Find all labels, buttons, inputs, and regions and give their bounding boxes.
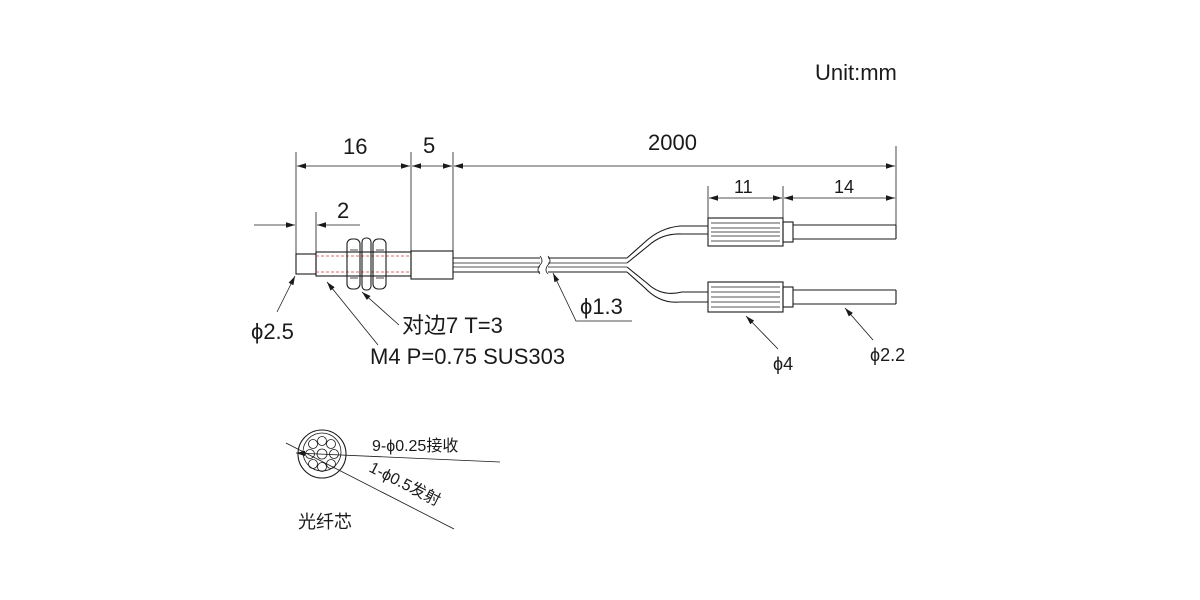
main-cable: [453, 225, 708, 303]
fiber-core-title: 光纤芯: [298, 512, 352, 532]
sleeve-diameter-label: ϕ4: [773, 354, 793, 374]
dim-11: 11: [734, 177, 753, 197]
unit-label: Unit:mm: [815, 60, 897, 85]
upper-branch: [707, 217, 897, 247]
dim-5: 5: [423, 133, 435, 158]
dim-16: 16: [343, 134, 367, 159]
lower-branch: [707, 281, 897, 313]
dim-14: 14: [834, 177, 854, 197]
nut-spec-label: 对边7 T=3: [402, 313, 503, 338]
dimension-lines: [254, 163, 895, 228]
tip-diameter-label: ϕ2.5: [251, 319, 294, 344]
leader-lines: [276, 272, 874, 350]
sensor-head: [295, 237, 454, 291]
thread-spec-label: M4 P=0.75 SUS303: [370, 344, 565, 369]
dim-2: 2: [337, 198, 349, 223]
fiber-core-section: [285, 429, 501, 530]
emit-fiber-label: 1-ϕ0.5发射: [366, 459, 443, 510]
end-diameter-label: ϕ2.2: [870, 345, 905, 365]
cable-diameter-label: ϕ1.3: [580, 294, 623, 319]
dim-2000: 2000: [648, 130, 697, 155]
extension-lines: [295, 146, 897, 254]
receive-fiber-label: 9-ϕ0.25接收: [372, 437, 458, 455]
